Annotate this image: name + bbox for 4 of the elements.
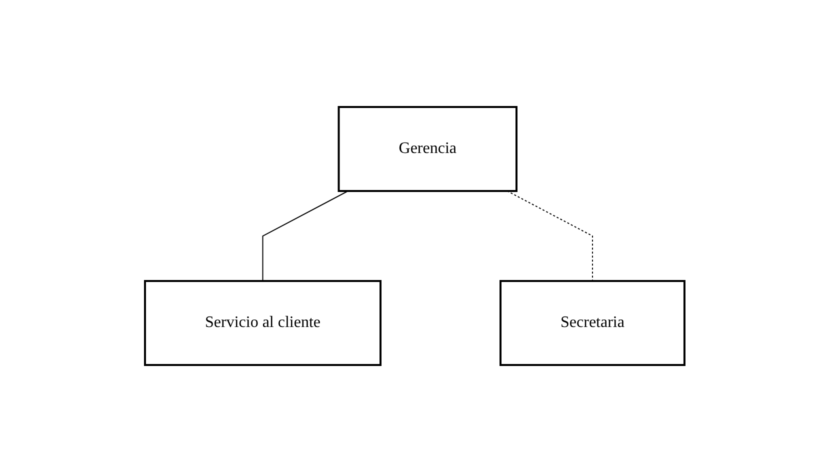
- node-box: Servicio al cliente: [144, 280, 382, 366]
- node-box: Secretaria: [499, 280, 686, 366]
- node-box: Gerencia: [338, 106, 518, 192]
- connector: [262, 190, 348, 282]
